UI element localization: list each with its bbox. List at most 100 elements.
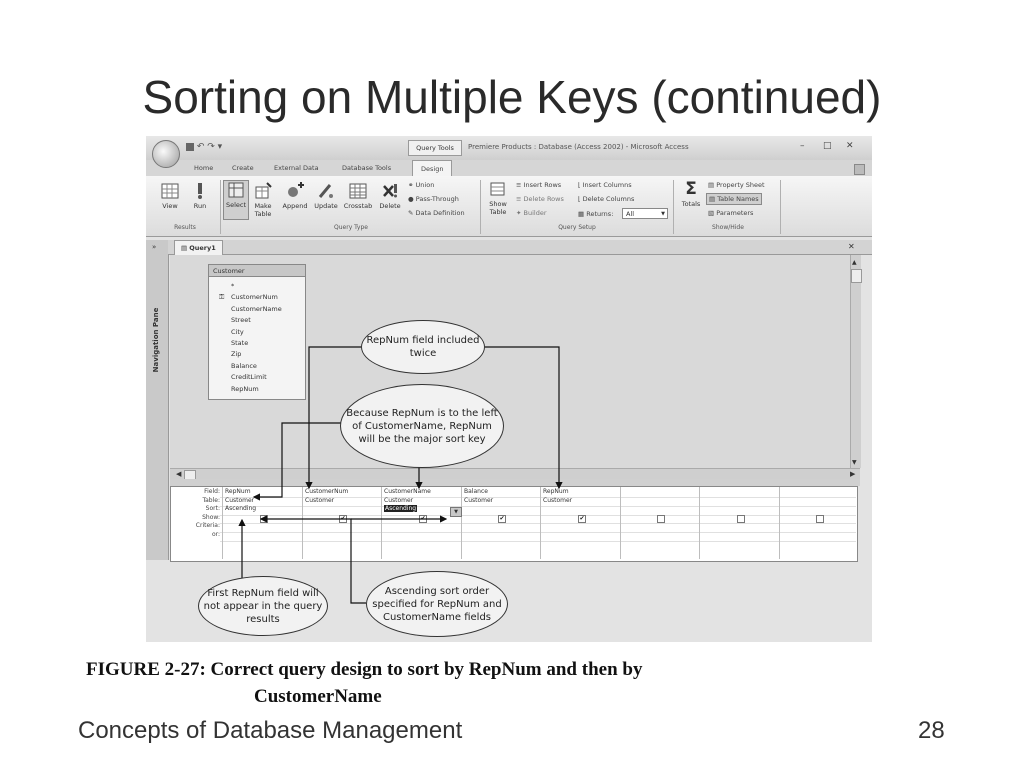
save-icon[interactable] [186,142,194,151]
show-table-button[interactable]: Show Table [484,180,512,216]
grid-column-balance[interactable]: Balance Customer [464,488,542,505]
builder-button[interactable]: ✦ Builder [516,209,547,217]
field-list-item[interactable]: State [231,339,249,348]
expand-pane-icon[interactable]: » [152,243,157,251]
show-checkbox[interactable] [816,515,824,523]
delete-x-icon [383,184,397,198]
grid-cell-field[interactable]: RepNum [225,488,251,495]
sort-dropdown-button[interactable]: ▼ [450,507,462,517]
delete-rows-button[interactable]: ≡ Delete Rows [516,195,564,203]
vertical-scrollbar[interactable]: ▲ ▼ [850,255,862,468]
data-definition-button[interactable]: ✎ Data Definition [408,209,465,217]
show-checkbox[interactable]: ✔ [578,515,586,523]
field-list-item[interactable]: Zip [231,350,242,359]
tab-external-data[interactable]: External Data [274,164,319,172]
tab-design[interactable]: Design [412,160,453,177]
show-checkbox[interactable] [737,515,745,523]
grid-cell-field[interactable]: Balance [464,488,488,495]
field-list-item[interactable]: Balance [231,361,257,370]
design-grid[interactable] [170,486,858,562]
property-sheet-icon: ▤ [708,181,715,189]
grid-column-customernum[interactable]: CustomerNum Customer [305,488,383,505]
run-button[interactable]: Run [186,182,214,210]
grid-column-line [381,487,382,559]
maximize-button[interactable]: □ [823,141,832,151]
select-button[interactable]: Select [223,180,249,220]
show-checkbox[interactable]: ✔ [498,515,506,523]
quick-access-toolbar[interactable]: ↶ ↷ ▾ [186,142,222,152]
grid-cell-field[interactable]: CustomerNum [305,488,349,495]
field-list-item[interactable]: CreditLimit [231,373,267,382]
grid-cell-table[interactable]: Customer [305,496,335,504]
property-sheet-button[interactable]: ▤ Property Sheet [708,181,765,189]
make-table-button[interactable]: Make Table [250,182,276,218]
field-list-item[interactable]: Street [231,316,251,325]
pass-through-button[interactable]: ● Pass-Through [408,195,459,203]
grid-cell-field[interactable]: CustomerName [384,488,431,495]
parameters-button[interactable]: ▧ Parameters [708,209,754,217]
tab-create[interactable]: Create [232,164,254,172]
field-list-item[interactable]: City [231,327,244,336]
scroll-right-icon[interactable]: ▶ [850,470,856,478]
grid-column-repnum[interactable]: RepNum Customer Ascending [225,488,303,514]
append-button[interactable]: Append [280,182,310,210]
qat-undo-redo[interactable]: ↶ ↷ ▾ [196,142,223,152]
delete-rows-icon: ≡ [516,195,522,203]
delete-columns-button[interactable]: ⌊ Delete Columns [578,195,635,203]
tab-database-tools[interactable]: Database Tools [342,164,392,172]
scroll-up-icon[interactable]: ▲ [852,259,857,266]
customer-field-list[interactable]: Customer ⚿ * CustomerNum CustomerName St… [208,264,306,400]
grid-column-repnum-2[interactable]: RepNum Customer [543,488,621,505]
show-checkbox[interactable] [657,515,665,523]
connector-ascending-left [259,515,366,604]
view-button[interactable]: View [156,182,184,210]
field-list-item[interactable]: * [231,282,235,290]
update-button[interactable]: Update [312,182,340,210]
grid-cell-sort[interactable]: Ascending [225,505,257,513]
returns-select[interactable]: All▼ [622,208,668,219]
connector-twice-left [305,346,361,490]
office-button[interactable] [152,140,180,168]
callout-repnum-twice: RepNum field included twice [361,320,485,374]
help-icon[interactable] [854,164,865,175]
row-label-sort: Sort: [205,505,220,513]
scroll-left-icon[interactable]: ◀ [176,470,182,478]
insert-rows-button[interactable]: ≡ Insert Rows [516,181,562,189]
minimize-button[interactable]: – [800,141,805,151]
grid-row-line [220,515,856,516]
grid-cell-table[interactable]: Customer [384,496,414,504]
pencil-icon: ✎ [408,209,414,217]
grid-column-line [779,487,780,559]
scroll-down-icon[interactable]: ▼ [852,459,857,466]
grid-row-line [220,532,856,533]
grid-row-line [220,506,856,507]
insert-rows-icon: ≡ [516,181,522,189]
delete-button[interactable]: Delete [376,182,404,210]
grid-cell-field[interactable]: RepNum [543,488,569,495]
access-screenshot: ↶ ↷ ▾ Query Tools Premiere Products : Da… [146,136,872,642]
grid-column-customername[interactable]: CustomerName Customer Ascending [384,488,462,514]
pane-splitter[interactable] [170,479,860,486]
field-list-item[interactable]: RepNum [231,384,259,393]
group-separator [480,180,481,234]
totals-button[interactable]: Σ Totals [681,179,701,208]
horizontal-scrollbar[interactable]: ◀ ▶ [170,468,860,480]
append-icon [288,182,304,197]
callout-connectors [238,346,563,604]
close-window-button[interactable]: ✕ [846,141,854,151]
field-list-item[interactable]: CustomerName [231,304,282,313]
union-button[interactable]: ⚭ Union [408,181,435,189]
tab-home[interactable]: Home [194,164,214,172]
close-query-icon[interactable]: ✕ [848,242,855,251]
field-list-item[interactable]: CustomerNum [231,293,278,302]
table-names-button[interactable]: ▤ Table Names [706,193,762,205]
insert-columns-button[interactable]: ⌊ Insert Columns [578,181,632,189]
footer-course-title: Concepts of Database Management [78,717,463,744]
grid-cell-table[interactable]: Customer [225,496,255,504]
grid-cell-sort-selected[interactable]: Ascending [384,505,418,513]
navigation-pane[interactable] [146,240,169,560]
scroll-thumb[interactable] [851,269,862,283]
grid-cell-table[interactable]: Customer [543,496,573,504]
grid-cell-table[interactable]: Customer [464,496,494,504]
crosstab-button[interactable]: Crosstab [342,182,374,210]
